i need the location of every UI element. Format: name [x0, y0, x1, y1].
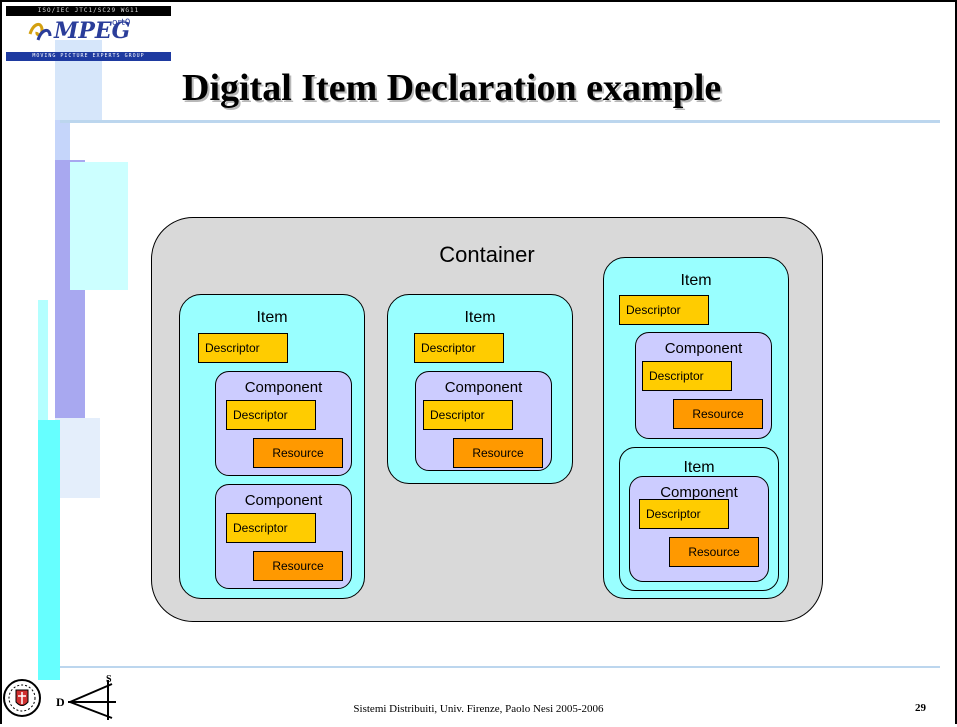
- slide-border-top: [0, 0, 957, 2]
- item-1: Item Descriptor Component Descriptor Res…: [179, 294, 365, 599]
- component-label: Component: [444, 379, 523, 396]
- logo-swirl-icon: [28, 23, 52, 41]
- university-seal-icon: [2, 676, 42, 720]
- subitem-label: Item: [683, 459, 715, 476]
- decor-bar-pale-block: [55, 418, 100, 498]
- item-3: Item Descriptor Component Descriptor Res…: [603, 257, 789, 599]
- component-resource: Resource: [253, 438, 343, 468]
- container-box: Container Item Descriptor Component Desc…: [151, 217, 823, 622]
- component-resource: Resource: [453, 438, 543, 468]
- item-2-component-1: Component Descriptor Resource: [415, 371, 552, 471]
- item-2: Item Descriptor Component Descriptor Res…: [387, 294, 573, 484]
- component-descriptor: Descriptor: [423, 400, 513, 430]
- component-descriptor: Descriptor: [226, 513, 316, 543]
- item-3-subitem: Item Component Descriptor Resource: [619, 447, 779, 591]
- component-resource: Resource: [673, 399, 763, 429]
- title-rule: [60, 120, 940, 123]
- component-resource: Resource: [253, 551, 343, 581]
- dsi-logo-icon: D S: [56, 674, 126, 722]
- logo-top-text: ISO/IEC JTC1/SC29 WG11: [6, 6, 171, 16]
- item-1-component-2: Component Descriptor Resource: [215, 484, 352, 589]
- component-descriptor: Descriptor: [226, 400, 316, 430]
- component-resource: Resource: [669, 537, 759, 567]
- mpeg-logo: ISO/IEC JTC1/SC29 WG11 MPEG ort0 MOVING …: [6, 6, 171, 61]
- component-descriptor: Descriptor: [642, 361, 732, 391]
- item-1-label: Item: [256, 309, 288, 326]
- svg-text:S: S: [106, 674, 112, 685]
- decor-bar-cyan-block: [70, 162, 128, 290]
- page-number: 29: [915, 702, 926, 714]
- component-label: Component: [660, 484, 738, 501]
- logo-superscript: ort0: [112, 18, 131, 28]
- component-label: Component: [664, 340, 743, 357]
- component-label: Component: [244, 492, 323, 509]
- slide-border-left: [0, 0, 2, 724]
- item-3-component-1: Component Descriptor Resource: [635, 332, 772, 439]
- footer-text: Sistemi Distribuiti, Univ. Firenze, Paol…: [353, 703, 604, 715]
- item-3-label: Item: [680, 272, 712, 289]
- decor-bar-cyan-long: [38, 420, 60, 680]
- item-2-label: Item: [464, 309, 496, 326]
- item-1-component-1: Component Descriptor Resource: [215, 371, 352, 476]
- slide-border-right: [955, 0, 957, 724]
- logo-bottom-text: MOVING PICTURE EXPERTS GROUP: [6, 52, 171, 61]
- footer-rule: [60, 666, 940, 668]
- container-label: Container: [439, 242, 535, 267]
- slide-title: Digital Item Declaration example: [182, 67, 722, 109]
- component-descriptor: Descriptor: [639, 499, 729, 529]
- svg-text:D: D: [56, 695, 65, 709]
- item-3-descriptor: Descriptor: [619, 295, 709, 325]
- item-1-descriptor: Descriptor: [198, 333, 288, 363]
- decor-bar-cyan-thin: [38, 300, 48, 420]
- logo-wordmark: MPEG: [54, 18, 131, 44]
- subitem-component-1: Component Descriptor Resource: [629, 476, 769, 582]
- item-2-descriptor: Descriptor: [414, 333, 504, 363]
- component-label: Component: [244, 379, 323, 396]
